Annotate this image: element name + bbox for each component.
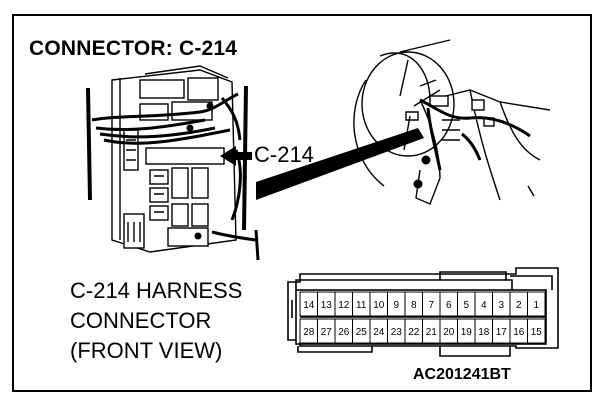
pin-number: 24 [373, 327, 385, 338]
pin-number: 11 [356, 300, 367, 311]
wire-harness-right [413, 98, 531, 189]
pin-number: 28 [303, 327, 315, 338]
pin-number: 20 [443, 327, 455, 338]
junction-block-illustration [111, 65, 237, 253]
pin-number: 8 [411, 300, 417, 311]
pin-number: 14 [303, 300, 315, 311]
pin-number: 19 [461, 327, 473, 338]
dashboard-locator-illustration [353, 39, 551, 205]
pin-number: 3 [498, 300, 504, 311]
figure-code: AC201241BT [413, 366, 511, 383]
pin-number: 5 [463, 300, 469, 311]
pin-number: 1 [533, 300, 539, 311]
pin-number: 22 [408, 327, 420, 338]
pin-number: 7 [428, 300, 434, 311]
pin-number: 23 [391, 327, 403, 338]
harness-caption-line-1: C-214 HARNESS [70, 278, 243, 303]
pin-cell [527, 291, 546, 317]
location-leader [256, 128, 424, 200]
pin-number: 9 [393, 300, 399, 311]
pin-number: 15 [531, 327, 543, 338]
harness-caption-line-3: (FRONT VIEW) [70, 338, 223, 363]
pin-number: 16 [513, 327, 525, 338]
pin-number: 27 [321, 327, 333, 338]
pin-number: 21 [426, 327, 438, 338]
pin-number: 10 [373, 300, 385, 311]
pin-number: 17 [496, 327, 508, 338]
pin-cell [527, 318, 546, 344]
pin-number: 2 [516, 300, 522, 311]
harness-caption-line-2: CONNECTOR [70, 308, 212, 333]
callout-label: C-214 [254, 142, 314, 167]
pin-number: 12 [338, 300, 350, 311]
pin-number: 4 [481, 300, 487, 311]
callout-arrow [220, 146, 252, 166]
pin-number: 25 [356, 327, 368, 338]
pin-number: 26 [338, 327, 350, 338]
pin-number: 13 [321, 300, 333, 311]
pin-number: 6 [446, 300, 452, 311]
pin-number: 18 [478, 327, 490, 338]
page-title: CONNECTOR: C-214 [29, 37, 238, 60]
figure-frame [12, 14, 592, 392]
